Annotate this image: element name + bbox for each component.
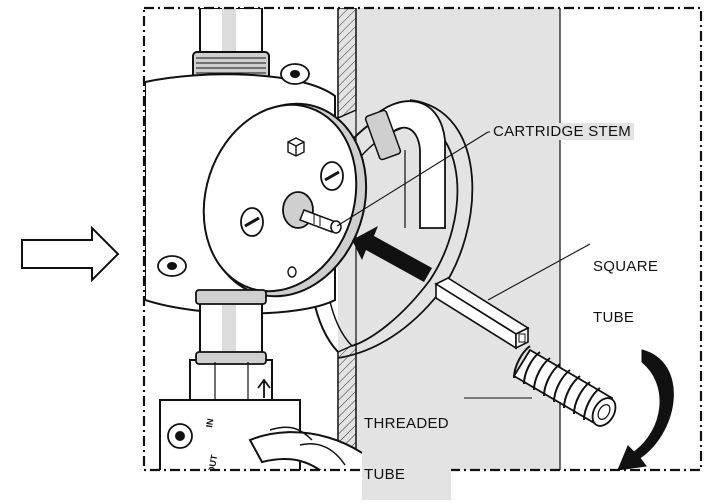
screw-bottom (240, 207, 264, 237)
insert-direction-arrow-icon (352, 226, 432, 282)
leader-cartridge-stem (336, 131, 489, 227)
label-square-tube-line2: TUBE (593, 309, 635, 326)
wall-cut-edge-top (337, 8, 357, 120)
leader-square-tube (487, 243, 591, 301)
threaded-tube (512, 345, 617, 427)
detail-frame (142, 6, 703, 472)
label-threaded-tube: THREADED TUBE (362, 381, 451, 500)
screw-top (320, 161, 344, 191)
rotation-arrow-icon (617, 349, 674, 470)
label-square-tube-line1: SQUARE (593, 258, 659, 275)
hex-nut (189, 359, 273, 401)
label-threaded-tube-line1: THREADED (364, 415, 449, 432)
label-square-tube: SQUARE TUBE (593, 224, 658, 343)
label-threaded-tube-line2: TUBE (364, 466, 406, 483)
label-cartridge-stem: CARTRIDGE STEM (490, 123, 635, 140)
pointer-arrow-icon (21, 225, 120, 283)
wall-cut-edge-bottom (337, 342, 357, 470)
outlet-pipe (248, 431, 385, 470)
cover-plate (202, 103, 358, 293)
square-tube (434, 277, 530, 350)
valve-marking-in: IN (204, 418, 215, 429)
cartridge-stem (282, 191, 342, 234)
valve-marking-out: OUT (206, 453, 219, 474)
indicator-cube (287, 137, 305, 157)
